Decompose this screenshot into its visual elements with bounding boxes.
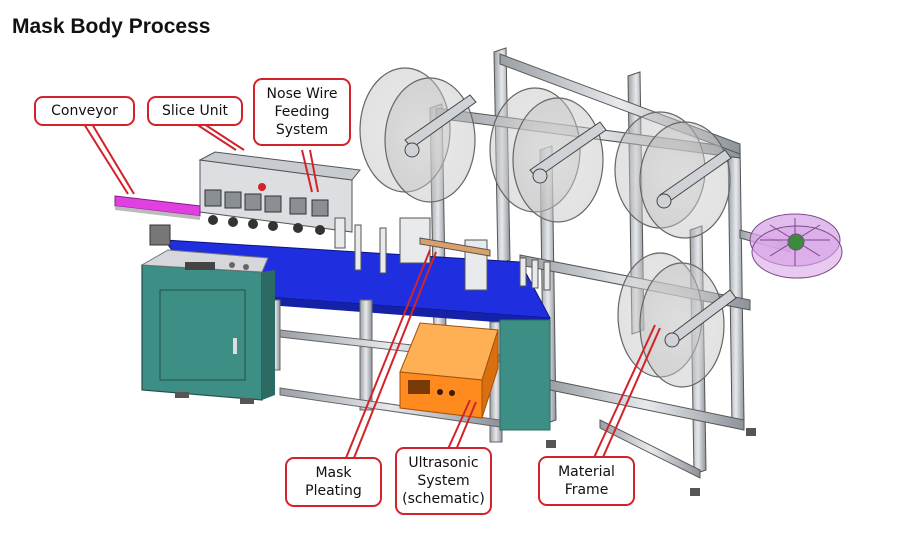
conveyor-belt — [114, 195, 201, 220]
callout-mask-pleating: Mask Pleating — [285, 457, 382, 507]
mask-pleating-stations — [334, 217, 551, 291]
control-cabinet — [140, 249, 275, 404]
callout-slice-unit-label: Slice Unit — [162, 102, 228, 119]
callout-leaders — [83, 123, 661, 465]
callout-nose-wire: Nose Wire Feeding System — [253, 78, 351, 146]
callout-mask-pleating-label: Mask Pleating — [305, 464, 362, 499]
callout-ultrasonic: Ultrasonic System (schematic) — [395, 447, 492, 515]
callout-ultrasonic-label: Ultrasonic System (schematic) — [402, 454, 485, 508]
slice-unit — [149, 151, 361, 246]
callout-material-frame: Material Frame — [538, 456, 635, 506]
callout-material-frame-label: Material Frame — [558, 463, 615, 498]
material-reels — [359, 67, 731, 388]
callout-conveyor: Conveyor — [34, 96, 135, 126]
callout-nose-wire-label: Nose Wire Feeding System — [266, 85, 338, 139]
pink-reel — [749, 213, 843, 279]
ultrasonic-box — [399, 322, 499, 419]
callout-conveyor-label: Conveyor — [51, 102, 118, 119]
page-title: Mask Body Process — [12, 15, 211, 38]
callout-slice-unit: Slice Unit — [147, 96, 243, 126]
reel-shafts — [404, 94, 737, 348]
